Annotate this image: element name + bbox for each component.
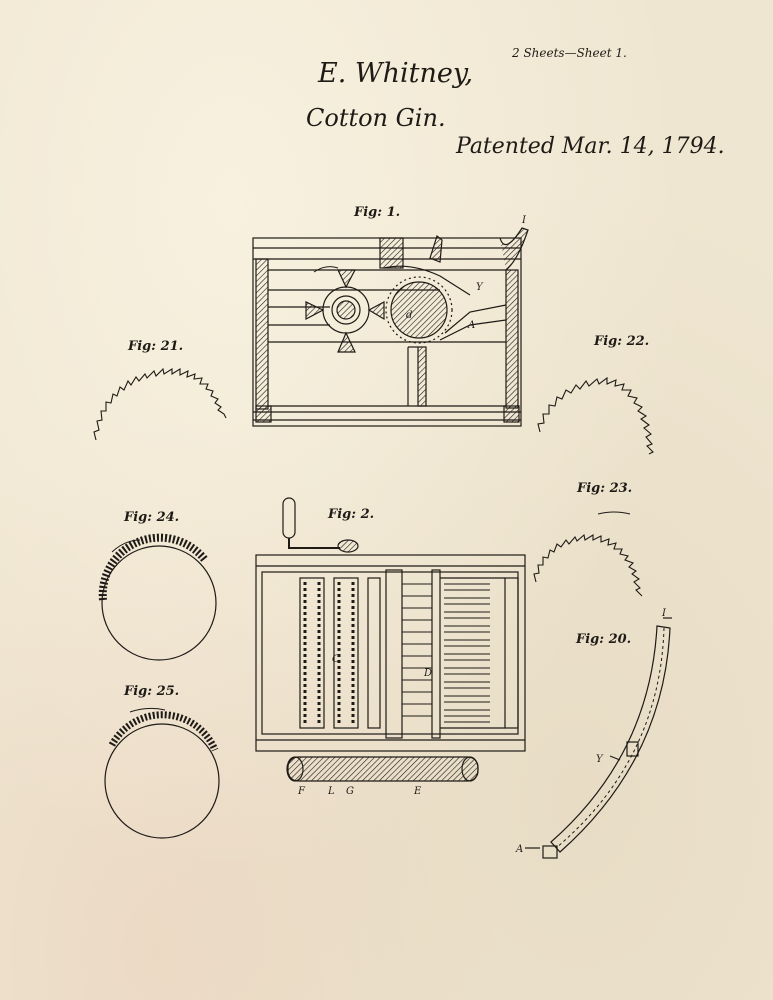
fig2-letter-c: C [332,654,340,665]
fig1-letter-d: d [406,310,412,321]
fig20-letter-y: Y [596,754,604,765]
fig1-label: Fig: 1. [354,205,401,220]
fig23-label: Fig: 23. [577,481,633,496]
fig21-label: Fig: 21. [128,339,184,354]
sheet-note: 2 Sheets—Sheet 1. [512,46,627,60]
fig2-pulley-drum [286,756,479,782]
fig25-label: Fig: 25. [124,684,180,699]
brush-cylinder [305,266,385,353]
fig22-saw-arc [537,376,654,455]
fig1-letter-i: I [521,215,527,226]
fig2-letter-l: L [327,786,335,797]
fig2-letter-d: D [423,668,432,679]
fig2-ribs [402,583,432,717]
fig20-label: Fig: 20. [576,632,632,647]
fig24-drum [98,533,217,661]
fig2-brush-rows [303,582,355,724]
inventor-name: E. Whitney, [318,58,474,89]
fig25-drum [104,707,220,839]
fig2-saw-teeth [444,583,490,723]
fig2-frame [255,554,526,752]
fig24-label: Fig: 24. [124,510,180,525]
fig20-letter-a: A [515,844,523,855]
fig1-frame [252,237,522,427]
fig1-letter-y: Y [476,282,484,293]
fig22-label: Fig: 22. [594,334,650,349]
fig23-saw-arc [533,533,643,597]
fig2-crank-handle [282,497,359,553]
invention-title: Cotton Gin. [306,104,446,132]
fig2-letter-e: E [413,786,422,797]
fig20-letter-i: I [661,608,667,619]
fig21-saw-arc [93,367,227,441]
fig20-guard [525,617,672,859]
fig2-letter-f: F [297,786,306,797]
fig23-arrow [597,511,631,515]
fig2-letter-g: G [346,786,354,797]
fig1-letter-a: A [467,320,475,331]
patent-date: Patented Mar. 14, 1794. [456,134,725,159]
saw-cylinder [383,265,507,344]
hopper-board [429,227,529,271]
fig2-label: Fig: 2. [328,507,375,522]
